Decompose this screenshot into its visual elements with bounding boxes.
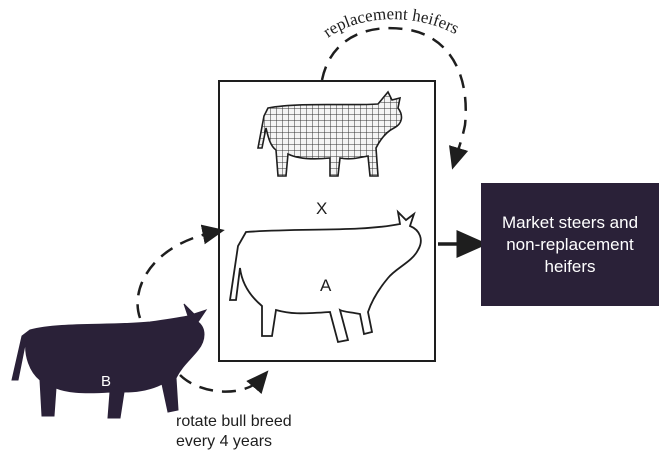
bull-return-arrow xyxy=(180,375,262,392)
rotate-caption-line2: every 4 years xyxy=(176,432,376,452)
crossbreed-box xyxy=(218,80,436,362)
rotate-bull-caption: rotate bull breed every 4 years xyxy=(176,412,376,452)
replacement-heifers-label: replacement heifers xyxy=(319,4,462,41)
rotate-caption-line1: rotate bull breed xyxy=(176,412,376,432)
market-box: Market steers and non-replacement heifer… xyxy=(481,183,659,306)
breed-b-label: B xyxy=(101,373,111,390)
cross-symbol-label: X xyxy=(316,199,327,219)
market-box-text: Market steers and non-replacement heifer… xyxy=(495,212,645,278)
bull-rotation-arrow xyxy=(138,232,215,318)
breed-a-label: A xyxy=(320,276,331,296)
dark-bull-icon xyxy=(12,304,206,418)
